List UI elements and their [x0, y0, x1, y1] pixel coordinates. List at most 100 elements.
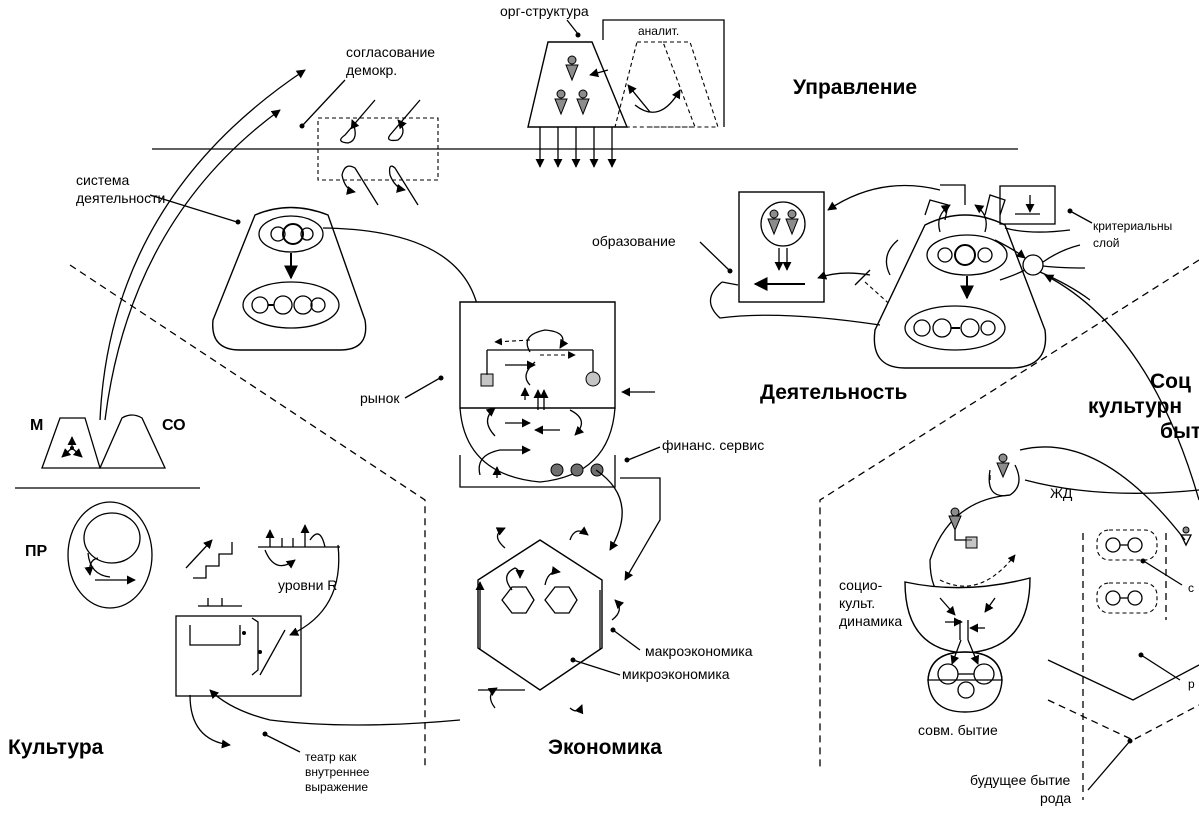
theater-label-line1: театр как [305, 750, 357, 764]
leader-dot [727, 268, 733, 274]
leader-dot [575, 32, 581, 38]
person-icon [576, 98, 590, 116]
upper-ellipse [258, 215, 324, 253]
leader-dot [438, 375, 444, 381]
criteria-bracket [924, 199, 949, 221]
leader-line [627, 446, 661, 461]
education-box [738, 191, 825, 303]
org-structure-label: орг-структура [500, 3, 589, 19]
person-icon [567, 55, 577, 65]
sociocultural-region-boundary [819, 259, 1199, 770]
loop-arrow [341, 165, 379, 206]
market-bowl [459, 407, 616, 483]
flow-arrow [627, 84, 651, 113]
person-icon [578, 89, 588, 99]
finance-coin [570, 463, 584, 477]
education-label: образование [592, 233, 676, 249]
analytic-label: аналит. [638, 24, 679, 38]
socio-dynamics-line2: культ. [839, 595, 875, 611]
theater-label-line3: выражение [305, 780, 368, 794]
economy-group: макроэкономика микроэкономика Экономика [475, 469, 753, 759]
leader-line [301, 79, 346, 127]
connection-arrow [322, 227, 484, 321]
theater-box [175, 615, 302, 697]
activity-system-group: система деятельности [76, 172, 484, 351]
leader-line [699, 241, 730, 271]
governance-group: орг-структура аналит. согласование демок… [299, 3, 917, 206]
square-node [480, 373, 494, 387]
cohabitation-label: совм. бытие [918, 722, 998, 738]
activity-title: Деятельность [760, 381, 908, 404]
macroeconomy-label: макроэкономика [645, 643, 753, 659]
criteria-label-line1: критериальны [1093, 219, 1172, 233]
edge-label-c: с [1188, 581, 1194, 595]
socio-dynamics-line1: социо- [839, 577, 883, 593]
agreement-label-line2: демокр. [346, 62, 397, 78]
analytic-trapezoid [614, 41, 696, 128]
activity-system-label-line1: система [76, 172, 129, 188]
levels-label: уровни R [278, 577, 337, 593]
microeconomy-label: микроэкономика [622, 666, 730, 682]
leader-dot [235, 219, 241, 225]
agreement-label-line1: согласование [346, 44, 435, 60]
m-triangle [41, 417, 101, 469]
analytic-trapezoid [650, 41, 719, 128]
education-circle [760, 201, 806, 247]
co-label: СО [162, 417, 186, 434]
person-icon [556, 89, 566, 99]
leader-line [566, 19, 579, 35]
analytic-bracket [602, 19, 725, 127]
sociocultural-title-line1: Соц [1150, 370, 1191, 393]
socio-bowl [904, 577, 1031, 654]
person-icon [554, 98, 568, 116]
criteria-box [999, 185, 1056, 225]
criteria-label-line2: слой [1093, 236, 1120, 250]
micro-hexagon [501, 586, 535, 614]
leader-line [149, 194, 238, 223]
leader-line [1069, 210, 1093, 224]
future-being-line1: будущее бытие [970, 772, 1071, 788]
finance-label: финанс. сервис [662, 437, 764, 453]
criteria-bracket [984, 194, 1006, 216]
culture-region-boundary [69, 264, 426, 770]
sociocultural-group: ЖД социо- культ. динамика совм. бытие бу… [839, 370, 1199, 806]
sociocultural-title-line2: культурн [1088, 395, 1182, 418]
activity-group: образование критериальны слой Деятельнос… [592, 184, 1199, 501]
leader-line [265, 734, 301, 753]
leader-dot [262, 731, 268, 737]
loop-arrow [340, 99, 376, 144]
culture-link-arrow [99, 69, 306, 421]
edge-label-r: р [1188, 677, 1195, 691]
loop-arrow [387, 99, 421, 142]
market-group: рынок финанс. сервис [360, 301, 764, 488]
economy-title: Экономика [548, 736, 662, 759]
loop-arrow [388, 165, 419, 206]
market-label: рынок [360, 390, 400, 406]
agreement-box [317, 117, 439, 181]
criteria-node [1022, 254, 1044, 276]
org-structure-trapezoid [527, 41, 629, 128]
pr-ellipse [67, 501, 153, 609]
finance-coin [550, 463, 564, 477]
finance-service-box [459, 455, 616, 488]
m-label: М [30, 417, 43, 434]
future-being-line2: рода [1040, 790, 1071, 806]
culture-link-arrow [104, 109, 281, 421]
governance-title: Управление [793, 76, 917, 99]
flow-arrow [634, 89, 681, 113]
micro-hexagon [544, 586, 578, 614]
lower-ellipse [242, 281, 340, 329]
co-trapezoid [99, 414, 167, 469]
culture-title: Культура [8, 736, 104, 759]
pr-label: ПР [25, 543, 48, 560]
zhd-label: ЖД [1050, 485, 1073, 501]
activity-system-label-line2: деятельности [76, 190, 165, 206]
culture-group: М СО ПР уровни R те [8, 69, 461, 794]
circle-node [585, 371, 601, 387]
leader-dot [299, 123, 305, 129]
leader-dot [624, 457, 630, 463]
activity-shape [873, 214, 1047, 369]
macro-hexagon [477, 539, 603, 691]
theater-label-line2: внутреннее [305, 765, 370, 779]
